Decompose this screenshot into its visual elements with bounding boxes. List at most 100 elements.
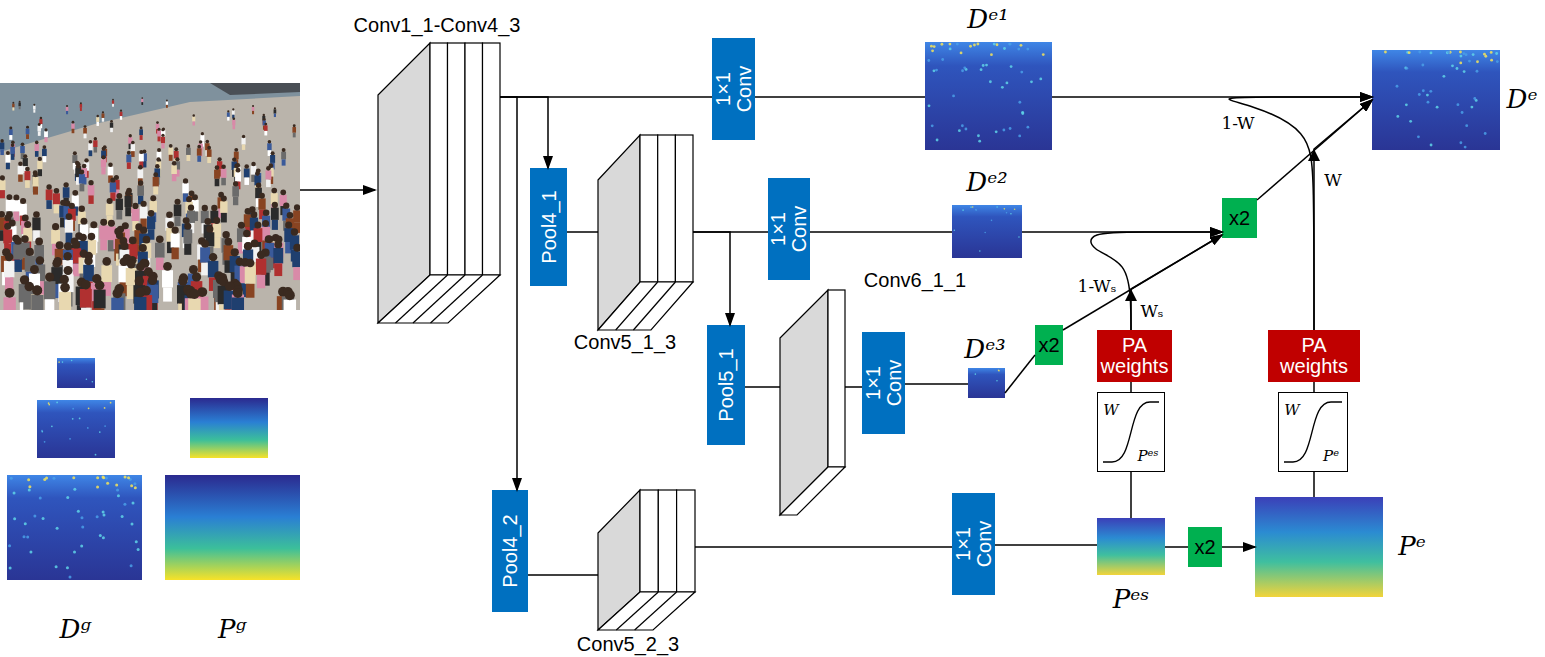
density-spot — [69, 438, 71, 440]
node-text: Pᵍ — [218, 616, 246, 643]
person-figure — [263, 118, 266, 121]
person-figure — [270, 155, 275, 163]
person-figure — [156, 235, 164, 243]
node-text: Pool4_1 — [538, 190, 559, 263]
density-spot — [62, 361, 64, 363]
person-figure — [125, 196, 132, 207]
density-spot — [56, 527, 59, 530]
person-figure — [26, 126, 29, 129]
person-figure — [274, 263, 282, 276]
person-figure — [88, 233, 96, 241]
person-figure — [101, 159, 106, 167]
person-figure — [161, 131, 165, 137]
person-figure — [245, 267, 256, 284]
person-figure — [120, 242, 128, 250]
person-figure — [293, 210, 300, 222]
connector — [1314, 100, 1372, 330]
person-figure — [271, 151, 275, 155]
density-spot — [1476, 70, 1479, 73]
node-text: Dᵍ — [59, 616, 90, 643]
person-figure — [293, 244, 300, 252]
density-spot — [102, 476, 105, 479]
person-figure — [108, 167, 114, 176]
person-figure — [192, 117, 195, 122]
person-figure — [213, 237, 220, 248]
person-figure — [171, 233, 180, 247]
person-figure — [197, 145, 201, 149]
pa-weights-box: PA weights — [1097, 330, 1172, 382]
person-figure — [32, 177, 38, 187]
person-figure — [233, 197, 238, 206]
person-figure — [129, 134, 132, 137]
density-spot — [87, 427, 89, 429]
person-figure — [32, 286, 42, 296]
density-spot — [980, 68, 983, 71]
density-spot — [993, 43, 996, 46]
person-figure — [266, 166, 271, 171]
density-spot — [79, 418, 81, 420]
density-spot — [77, 510, 80, 513]
person-figure — [148, 210, 155, 217]
person-figure — [6, 151, 10, 155]
person-figure — [88, 185, 95, 195]
person-figure — [72, 190, 78, 196]
person-figure — [274, 114, 276, 117]
person-figure — [6, 163, 10, 169]
person-figure — [215, 165, 220, 170]
person-figure — [21, 142, 25, 146]
density-spot — [80, 516, 83, 519]
density-spot — [998, 370, 1000, 372]
person-figure — [175, 199, 181, 205]
person-figure — [244, 169, 250, 178]
density-spot — [1418, 51, 1421, 54]
person-figure — [19, 204, 27, 216]
person-figure — [235, 172, 241, 181]
person-figure — [38, 123, 41, 126]
perspective-map: Pᵉˢ — [1097, 518, 1165, 575]
person-figure — [157, 131, 161, 137]
person-figure — [232, 110, 235, 114]
person-figure — [120, 110, 122, 112]
density-spot — [1484, 132, 1487, 135]
person-figure — [132, 209, 140, 221]
density-spot — [1472, 53, 1475, 56]
person-figure — [186, 148, 191, 155]
density-spot — [1496, 60, 1499, 63]
density-spot — [106, 482, 109, 485]
density-spot — [127, 476, 130, 479]
edge-label: Wₛ — [1140, 301, 1163, 321]
person-figure — [140, 206, 148, 218]
person-figure — [207, 146, 211, 150]
density-spot — [961, 69, 964, 72]
density-spot — [935, 69, 938, 72]
input-arrow — [300, 189, 375, 191]
person-figure — [271, 188, 277, 194]
person-figure — [172, 248, 179, 260]
person-figure — [69, 203, 75, 209]
person-figure — [221, 213, 227, 223]
person-figure — [79, 174, 85, 183]
person-figure — [93, 140, 97, 147]
person-figure — [11, 154, 15, 160]
person-figure — [174, 204, 182, 216]
density-spot — [991, 220, 993, 222]
person-figure — [111, 298, 123, 310]
density-spot — [973, 44, 976, 47]
density-spot — [1006, 82, 1009, 85]
merge-arrowhead — [1308, 149, 1320, 161]
person-figure — [110, 128, 113, 132]
person-figure — [126, 206, 132, 215]
density-spot — [969, 45, 972, 48]
person-figure — [73, 151, 77, 155]
person-figure — [38, 157, 42, 161]
node-text: Pᵉˢ — [1113, 586, 1149, 613]
person-figure — [201, 132, 204, 135]
density-spot — [42, 517, 45, 520]
person-figure — [262, 220, 269, 227]
density-spot — [102, 476, 105, 479]
density-spot — [996, 206, 998, 208]
density-spot — [1459, 55, 1462, 58]
perspective-map-image — [165, 398, 1383, 597]
person-figure — [5, 253, 13, 261]
person-figure — [110, 182, 116, 192]
